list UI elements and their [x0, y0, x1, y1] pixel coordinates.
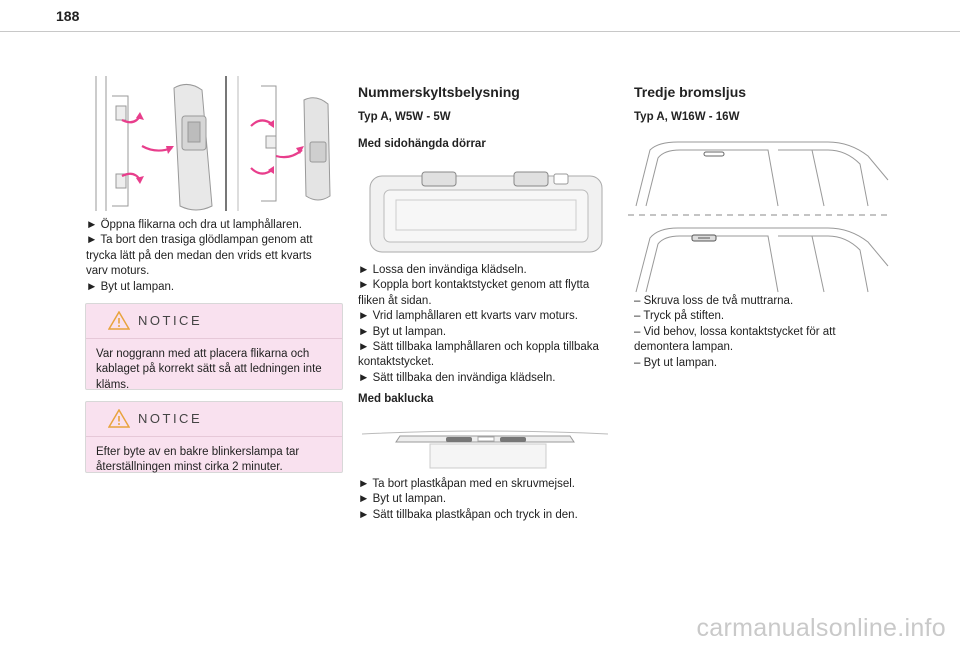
- col1-step-3: trycka lätt på den medan den vrids ett k…: [86, 249, 312, 262]
- plate-light-tailgate-illustration: [361, 430, 609, 469]
- col2-step: kontaktstycket.: [358, 356, 435, 369]
- subheading-side-doors: Med sidohängda dörrar: [358, 138, 486, 150]
- col2-step: ► Sätt tillbaka den invändiga klädseln.: [358, 371, 556, 384]
- header-divider: [0, 31, 960, 32]
- lamp-holder-illustration: [95, 76, 331, 211]
- type-line-col2: Typ A, W5W - 5W: [358, 111, 451, 123]
- notice-header: NOTICE: [86, 402, 342, 437]
- col3-step: – Vid behov, lossa kontaktstycket för at…: [634, 325, 836, 338]
- type-line-col3: Typ A, W16W - 16W: [634, 111, 740, 123]
- col2-step: ► Sätt tillbaka plastkåpan och tryck in …: [358, 508, 578, 521]
- col3-step: – Byt ut lampan.: [634, 356, 718, 369]
- notice-body: Var noggrann med att placera flikarna oc…: [86, 339, 342, 393]
- col3-step: – Tryck på stiften.: [634, 310, 725, 323]
- warning-icon: [108, 311, 130, 330]
- subheading-tailgate: Med baklucka: [358, 393, 434, 405]
- col2-instructions-side-doors: ► Lossa den invändiga klädseln. ► Koppla…: [358, 263, 608, 386]
- col2-step: ► Lossa den invändiga klädseln.: [358, 264, 527, 276]
- page-number: 188: [56, 8, 80, 24]
- col2-step: ► Sätt tillbaka lamphållaren och koppla …: [358, 341, 599, 354]
- plate-light-side-doors-illustration: [369, 171, 603, 253]
- notice-line: Var noggrann med att placera flikarna oc…: [96, 348, 310, 360]
- notice-box-1: NOTICE Var noggrann med att placera flik…: [85, 303, 343, 393]
- heading-license-plate-lighting: Nummerskyltsbelysning: [358, 84, 520, 100]
- notice-line: kablaget på korrekt sätt så att ledninge…: [96, 363, 322, 376]
- col2-step: fliken åt sidan.: [358, 294, 432, 307]
- heading-third-brake-light: Tredje bromsljus: [634, 84, 747, 100]
- col2-step: ► Byt ut lampan.: [358, 493, 447, 506]
- col1-instructions: ► Öppna flikarna och dra ut lamphållaren…: [86, 218, 346, 295]
- col1-step-4: varv moturs.: [86, 265, 150, 278]
- notice-line: Efter byte av en bakre blinkerslampa tar: [96, 446, 300, 458]
- col2-instructions-tailgate: ► Ta bort plastkåpan med en skruvmejsel.…: [358, 477, 608, 523]
- warning-icon: [108, 409, 130, 428]
- notice-body: Efter byte av en bakre blinkerslampa tar…: [86, 437, 342, 476]
- notice-title: NOTICE: [138, 411, 203, 426]
- col1-step-5: ► Byt ut lampan.: [86, 280, 175, 293]
- third-brake-light-illustration: [628, 141, 890, 293]
- col2-step: ► Vrid lamphållaren ett kvarts varv motu…: [358, 310, 578, 323]
- col2-step: ► Koppla bort kontaktstycket genom att f…: [358, 279, 590, 292]
- col2-step: ► Ta bort plastkåpan med en skruvmejsel.: [358, 478, 575, 490]
- notice-title: NOTICE: [138, 313, 203, 328]
- notice-header: NOTICE: [86, 304, 342, 339]
- col2-step: ► Byt ut lampan.: [358, 325, 447, 338]
- col3-instructions: – Skruva loss de två muttrarna. – Tryck …: [634, 294, 884, 371]
- notice-line: återställningen minst cirka 2 minuter.: [96, 461, 283, 474]
- watermark: carmanualsonline.info: [696, 614, 946, 642]
- notice-line: kläms.: [96, 378, 130, 391]
- notice-box-2: NOTICE Efter byte av en bakre blinkersla…: [85, 401, 343, 473]
- col3-step: demontera lampan.: [634, 341, 734, 354]
- col3-step: – Skruva loss de två muttrarna.: [634, 295, 794, 307]
- col1-step-1: ► Öppna flikarna och dra ut lamphållaren…: [86, 219, 302, 231]
- col1-step-2: ► Ta bort den trasiga glödlampan genom a…: [86, 234, 313, 247]
